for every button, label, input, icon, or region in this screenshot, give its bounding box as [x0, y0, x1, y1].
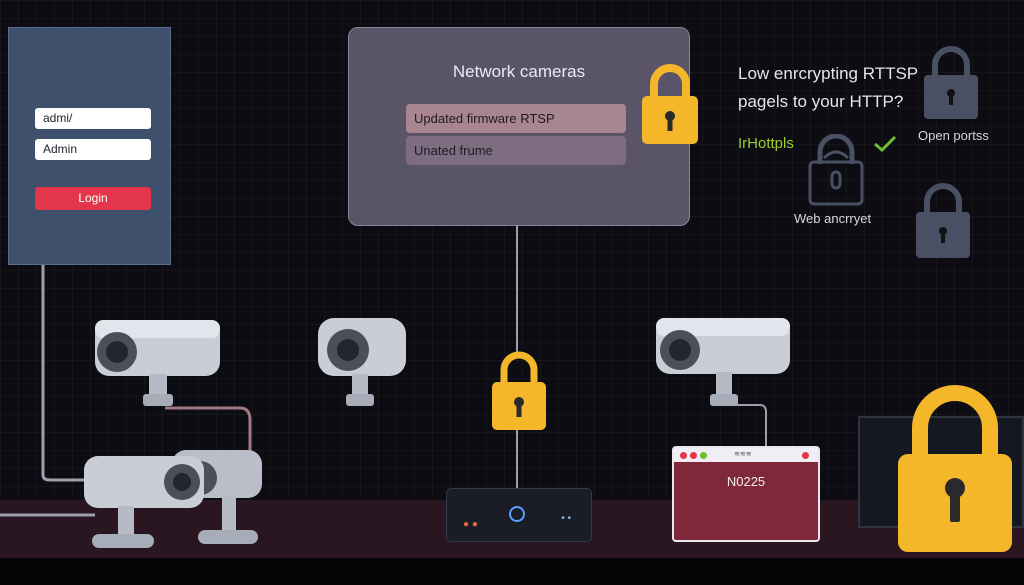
wifi-lock-icon	[808, 134, 864, 206]
password-field[interactable]: Admin	[35, 139, 151, 160]
floor-shadow	[0, 558, 1024, 585]
network-router: ● ● • •	[446, 488, 592, 542]
browser-window: ≋≋≋ N0225	[672, 446, 820, 542]
security-camera-icon	[95, 320, 220, 406]
security-camera-icon-3	[656, 318, 790, 406]
checkmark-icon	[874, 135, 897, 153]
update-row[interactable]: Unated frume	[406, 136, 626, 165]
browser-close-icon[interactable]	[802, 452, 809, 459]
router-led-right: • •	[561, 513, 571, 524]
username-field[interactable]: admi/	[35, 108, 151, 129]
question-line-1: Low enrcrypting RTTSP	[738, 64, 919, 83]
question-line-2: pagels to your HTTP?	[738, 92, 904, 111]
camera-dashboard-panel: Network cameras Updated firmware RTSP Un…	[348, 27, 690, 226]
maximize-dot-icon[interactable]	[700, 452, 707, 459]
login-panel: admi/ Admin Login	[8, 27, 171, 265]
firmware-row[interactable]: Updated firmware RTSP	[406, 104, 626, 133]
https-label: IrHottpls	[738, 135, 794, 152]
router-led: ● ●	[463, 519, 478, 530]
security-camera-pair-icon	[84, 450, 262, 548]
padlock-icon	[642, 64, 698, 144]
web-encrypt-label: Web ancrryet	[794, 211, 872, 226]
login-button[interactable]: Login	[35, 187, 151, 210]
power-icon	[509, 506, 525, 522]
security-camera-icon-2	[318, 318, 406, 406]
gray-padlock-icon-2	[916, 183, 970, 258]
dashboard-title: Network cameras	[452, 62, 586, 81]
gray-padlock-icon	[924, 46, 978, 119]
browser-content: N0225	[726, 474, 766, 489]
large-padlock-icon	[898, 385, 1012, 552]
router-padlock-icon	[492, 351, 546, 430]
browser-tab-label: ≋≋≋	[734, 451, 752, 458]
open-ports-label: Open portss	[918, 128, 989, 143]
browser-titlebar: ≋≋≋	[674, 448, 818, 462]
minimize-dot-icon[interactable]	[690, 452, 697, 459]
close-dot-icon[interactable]	[680, 452, 687, 459]
